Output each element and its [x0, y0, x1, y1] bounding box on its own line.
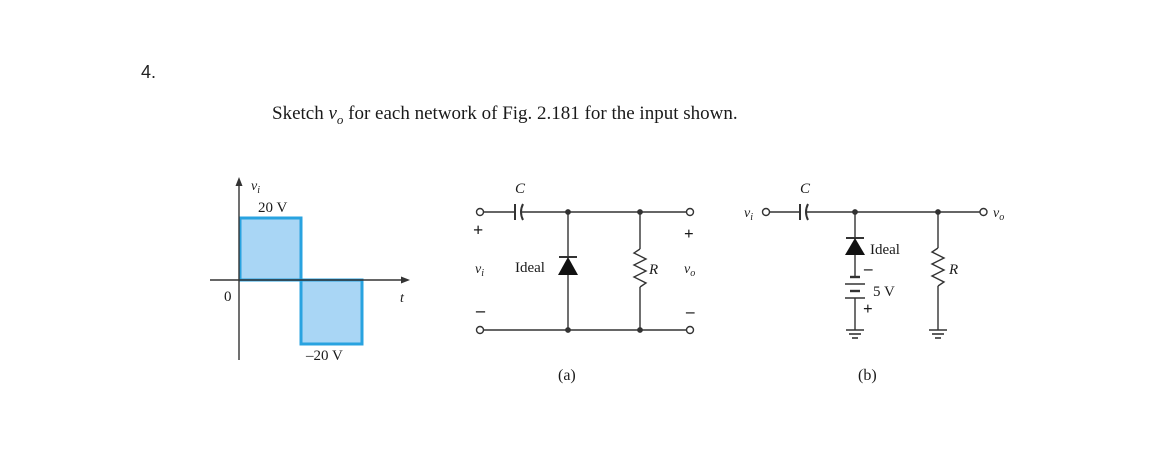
prompt-before: Sketch — [272, 103, 329, 124]
low-level-label: –20 V — [305, 348, 343, 364]
x-axis-label: t — [400, 291, 405, 306]
origin-label: 0 — [224, 289, 232, 305]
diode-triangle — [558, 257, 578, 275]
output-terminal — [979, 207, 988, 217]
input-terminal-bottom — [475, 325, 485, 335]
prompt-var: v — [328, 103, 337, 124]
circuit-a-resistor-label: R — [648, 262, 658, 278]
circuit-a-caption: (a) — [558, 367, 576, 384]
circuit-a-input-label: vi — [475, 262, 484, 279]
question-prompt: Sketch vo for each network of Fig. 2.181… — [272, 103, 738, 128]
circuit-a-input-plus: + — [473, 220, 483, 240]
circuit-a-diode-label: Ideal — [515, 260, 545, 276]
circuit-b-battery-minus: – — [863, 259, 873, 278]
circuit-a-output-label: vo — [684, 262, 695, 279]
circuit-b-input-label: vi — [744, 206, 753, 223]
circuit-b — [761, 203, 988, 339]
input-waveform: vi 20 V 0 t –20 V — [210, 177, 410, 364]
capacitor-plate-right — [805, 203, 809, 221]
circuit-a-cap-label: C — [515, 181, 526, 197]
resistor-zigzag — [632, 248, 648, 288]
capacitor-plate-right — [520, 203, 524, 221]
question-number: 4. — [141, 62, 157, 82]
node-bottom-diode — [565, 327, 571, 333]
circuit-a-output-minus: – — [685, 302, 695, 321]
time-axis-arrow — [401, 276, 410, 284]
circuit-a — [475, 203, 695, 335]
prompt-after: for each network of Fig. 2.181 for the i… — [343, 103, 738, 124]
circuit-a-labels: C + vi – Ideal R + vo – (a) — [473, 181, 695, 384]
input-terminal — [761, 207, 771, 217]
circuit-b-resistor-label: R — [948, 262, 958, 278]
circuit-b-labels: vi C Ideal – 5 V + R vo (b) — [744, 181, 1004, 384]
circuit-a-input-minus: – — [475, 300, 486, 320]
voltage-axis-arrow — [235, 177, 243, 186]
output-terminal-bottom — [685, 325, 695, 335]
output-terminal-top — [685, 207, 695, 217]
negative-half-pulse — [299, 278, 364, 346]
y-axis-label: vi — [251, 179, 260, 196]
diode-triangle — [845, 238, 865, 255]
prompt-var-sub: o — [336, 111, 344, 127]
circuit-b-caption: (b) — [858, 367, 877, 384]
circuit-a-output-plus: + — [684, 224, 694, 243]
resistor-zigzag — [930, 247, 946, 287]
circuit-b-diode-label: Ideal — [870, 242, 900, 258]
input-terminal-top — [475, 207, 485, 217]
circuit-b-output-label: vo — [993, 206, 1004, 223]
circuit-b-battery-label: 5 V — [873, 284, 895, 300]
circuit-b-battery-plus: + — [863, 299, 873, 318]
positive-half-pulse — [238, 216, 303, 282]
circuit-b-cap-label: C — [800, 181, 811, 197]
node-bottom-resistor — [637, 327, 643, 333]
high-level-label: 20 V — [258, 200, 287, 216]
